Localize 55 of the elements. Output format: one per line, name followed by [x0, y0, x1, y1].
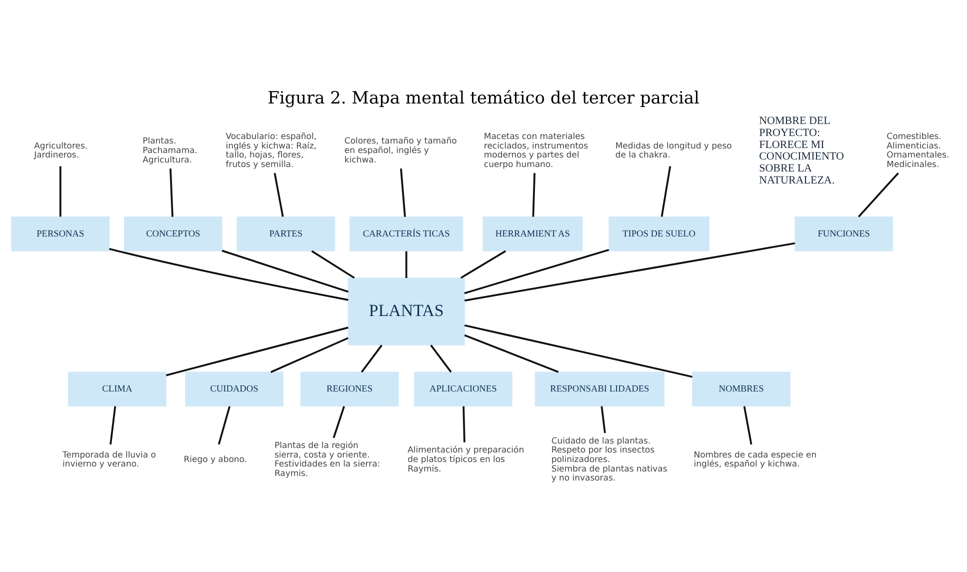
connector — [743, 406, 752, 444]
connector — [858, 172, 899, 217]
connector — [59, 166, 62, 216]
connector — [460, 250, 506, 278]
node-text: Plantas de la región sierra, costa y oriente. Festividades en la sierra: Raymis. — [274, 440, 380, 478]
connector — [166, 326, 348, 376]
connector — [360, 344, 382, 372]
connector — [274, 172, 284, 216]
node-box: CARACTERÍS TICAS — [350, 216, 464, 251]
node-box: NOMBRES — [692, 371, 790, 406]
node-box: PLANTAS — [348, 277, 465, 345]
connector — [218, 406, 230, 444]
connector — [464, 248, 610, 294]
label: NOMBRE DEL PROYECTO: FLORECE MI CONOCIMIENTO SOBRE LA NATURALEZA. — [759, 114, 844, 186]
node-text: Nombres de cada especie en inglés, español y kichwa. — [694, 448, 817, 468]
connector — [464, 242, 796, 301]
node-text: Comestibles. Alimenticias. Ornamentales. Medicinales. — [886, 130, 950, 168]
connector — [405, 250, 408, 278]
node-box: CLIMA — [68, 371, 166, 406]
node-box: APLICACIONES — [414, 371, 512, 406]
node-text: Medidas de longitud y peso de la chakra. — [615, 140, 732, 160]
node-text: Temporada de lluvia o invierno y verano. — [62, 448, 156, 468]
node-box: PARTES — [236, 216, 336, 251]
connector — [464, 334, 559, 372]
node-box: PERSONAS — [11, 216, 110, 251]
node-box: TIPOS DE SUELO — [608, 216, 710, 251]
node-text: Agricultores. Jardineros. — [34, 140, 88, 160]
node-box: REGIONES — [300, 371, 399, 406]
node-text: Cuidado de las plantas. Respeto por los insectos polinizadores. Siembra de plantas nativas y no invasoras. — [551, 434, 668, 482]
connector — [222, 249, 349, 292]
connector — [109, 247, 348, 300]
connector — [464, 324, 692, 378]
node-text: Colores, tamaño y tamaño en español, inglés y kichwa. — [344, 135, 457, 164]
node-box: CUIDADOS — [185, 371, 284, 406]
connector — [270, 336, 348, 372]
node-text: Riego y abono. — [184, 454, 248, 464]
node-text: Macetas con materiales reciclados, instrumentos modernos y partes del cuerpo humano. — [484, 130, 588, 168]
connector — [400, 168, 406, 216]
connector — [600, 406, 606, 433]
connector — [332, 406, 345, 438]
connector — [430, 344, 452, 372]
diagram-title: Figura 2. Mapa mental temático del tercer parcial — [268, 86, 700, 107]
connector — [110, 406, 116, 444]
connector — [170, 168, 174, 216]
node-box: HERRAMIENT AS — [482, 216, 583, 251]
connector — [462, 406, 466, 442]
node-text: Alimentación y preparación de platos típicos en los Raymis. — [408, 444, 524, 473]
node-box: FUNCIONES — [794, 216, 894, 251]
node-text: Plantas. Pachamama. Agricultura. — [142, 135, 198, 164]
node-box: CONCEPTOS — [124, 216, 222, 251]
node-text: Vocabulario: español, inglés y kichwa: Raíz, tallo, hojas, flores, frutos y semilla. — [226, 130, 317, 168]
connector — [660, 166, 672, 216]
connector — [311, 250, 355, 278]
connector — [532, 172, 536, 216]
node-box: RESPONSABI LIDADES — [534, 371, 665, 406]
